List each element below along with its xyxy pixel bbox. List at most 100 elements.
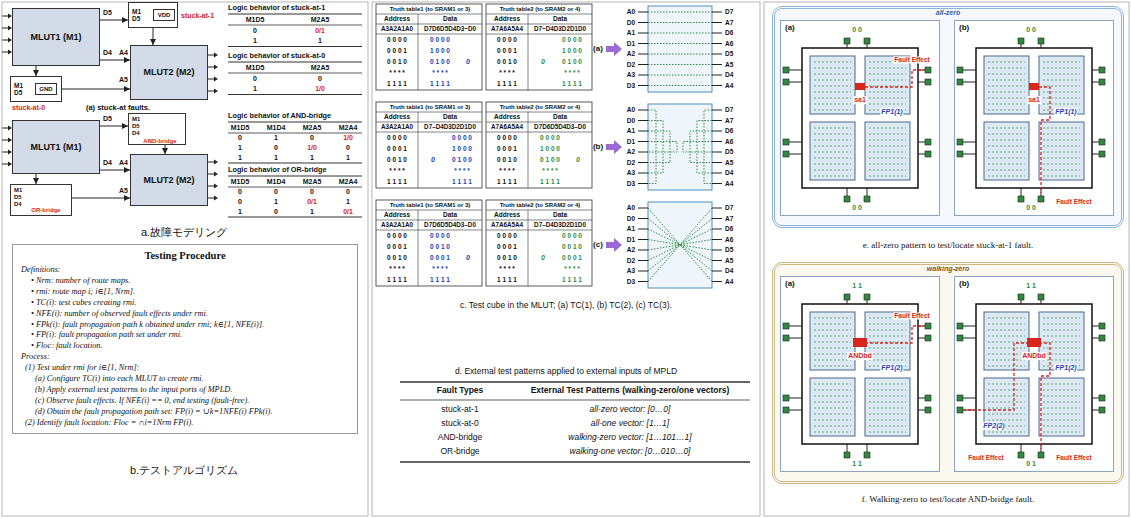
mlut-box: MLUT1 (M1): [12, 8, 100, 66]
table-rule: [376, 14, 482, 15]
route-line: [988, 110, 1025, 111]
pin-wire: [638, 260, 648, 261]
io-pin: [1099, 67, 1105, 73]
subfigure-box: (a): [780, 276, 940, 472]
table-cell: 1: [238, 144, 242, 152]
route-line: [1043, 128, 1080, 129]
table-cell: 0 1 0 0: [562, 58, 582, 65]
pin-wire: [712, 250, 722, 251]
table-cell: 0: [576, 156, 580, 164]
mlut-block: [984, 56, 1029, 114]
port-arrow: [214, 184, 218, 189]
node-text: M1: [14, 82, 23, 89]
pin-wire: [867, 44, 868, 48]
fault-name: AND-bridge: [143, 138, 176, 145]
table-cell: 0 0 0 0: [387, 36, 407, 43]
route-line: [988, 152, 1025, 153]
route-line: [1043, 158, 1080, 159]
procedure-line: • FP(i): fault propagation path set unde…: [31, 330, 349, 341]
table-cell: 1: [253, 85, 257, 93]
table-title: Truth table1 (to SRAM1 or 3): [390, 6, 471, 13]
table-header: A7A6A5A4: [491, 222, 523, 229]
pin-wire: [1092, 338, 1099, 339]
procedure-line: (a) Configure TC(i) into each MLUT to cr…: [35, 374, 349, 385]
io-pin: [783, 407, 789, 413]
table-rule: [376, 220, 482, 221]
pin-wire: [712, 22, 722, 23]
pin-name: D1: [627, 138, 635, 145]
figure-caption: c. Test cube in the MLUT; (a) TC(1), (b)…: [460, 301, 672, 310]
route-line: [988, 92, 1025, 93]
pin-value: 0 0: [1026, 204, 1036, 212]
route-path: [648, 121, 712, 174]
route-line: [814, 342, 851, 343]
io-pin: [1099, 335, 1105, 341]
route-line: [814, 170, 851, 171]
node-text: D5: [132, 15, 140, 22]
io-pin: [864, 196, 870, 202]
route-line: [814, 152, 851, 153]
table-cell: 1: [310, 208, 314, 216]
route-line: [814, 104, 851, 105]
pin-wire: [847, 444, 848, 452]
port-arrow: [214, 65, 218, 70]
pin-value: 0 0: [852, 26, 862, 34]
pin-wire: [712, 12, 722, 13]
pin-wire: [1021, 300, 1022, 304]
supply-box: GND: [35, 83, 57, 95]
route-line: [1043, 426, 1080, 427]
io-pin: [925, 323, 931, 329]
pin-name: D4: [725, 169, 733, 176]
table-cell: 0: [310, 188, 314, 196]
pin-wire: [712, 54, 722, 55]
signal-wire: [62, 89, 130, 90]
port-wire: [2, 52, 9, 53]
table-header: Address: [494, 113, 520, 120]
mlut-block: [1039, 312, 1084, 370]
table-header: Address: [384, 15, 410, 22]
pin-value: 1 1: [852, 460, 862, 468]
node-text: D5: [14, 194, 22, 201]
fabric-figure: [780, 276, 940, 472]
route-line: [1043, 432, 1080, 433]
table-cell: 0 0 0 0: [562, 232, 582, 239]
subfigure-caption: (a) stuck-at faults.: [86, 104, 150, 112]
io-pin: [1018, 452, 1024, 458]
pin-wire: [638, 208, 648, 209]
route-path: [648, 208, 712, 282]
pin-wire: [789, 154, 802, 155]
io-pin: [1099, 395, 1105, 401]
pin-wire: [963, 70, 976, 71]
pin-name: D0: [627, 19, 635, 26]
route-path: [648, 142, 712, 153]
table-header: Address: [494, 15, 520, 22]
table-cell: 1 1 1 1: [452, 178, 472, 185]
pin-wire: [638, 110, 648, 111]
node-text: all-zero: [933, 9, 964, 17]
table-rule: [486, 14, 592, 15]
pin-wire: [712, 208, 722, 209]
pin-name: D5: [725, 50, 733, 57]
table-header: D7~D4D3D2D1D0: [534, 26, 586, 33]
pin-wire: [638, 54, 648, 55]
table-rule: [400, 461, 750, 463]
io-pin: [844, 196, 850, 202]
fault-box: M1D5VDD: [128, 2, 178, 28]
table-cell: 1: [318, 37, 322, 45]
panel-border: [764, 2, 1129, 516]
pin-wire: [789, 142, 802, 143]
table-cell: * * * *: [564, 265, 580, 272]
port-arrow: [214, 89, 218, 94]
subfigure-box: (b): [954, 20, 1114, 216]
table-cell: 0 0 0 0: [562, 36, 582, 43]
pin-name: A3: [627, 71, 635, 78]
node-text: M1: [14, 187, 22, 194]
pin-wire: [1092, 70, 1099, 71]
pin-wire: [789, 398, 802, 399]
pin-name: D5: [725, 148, 733, 155]
table-cell: 0: [310, 134, 314, 142]
signal-wire: [36, 174, 37, 184]
pin-wire: [1092, 410, 1099, 411]
port-wire: [2, 16, 9, 17]
route-line: [1043, 146, 1080, 147]
